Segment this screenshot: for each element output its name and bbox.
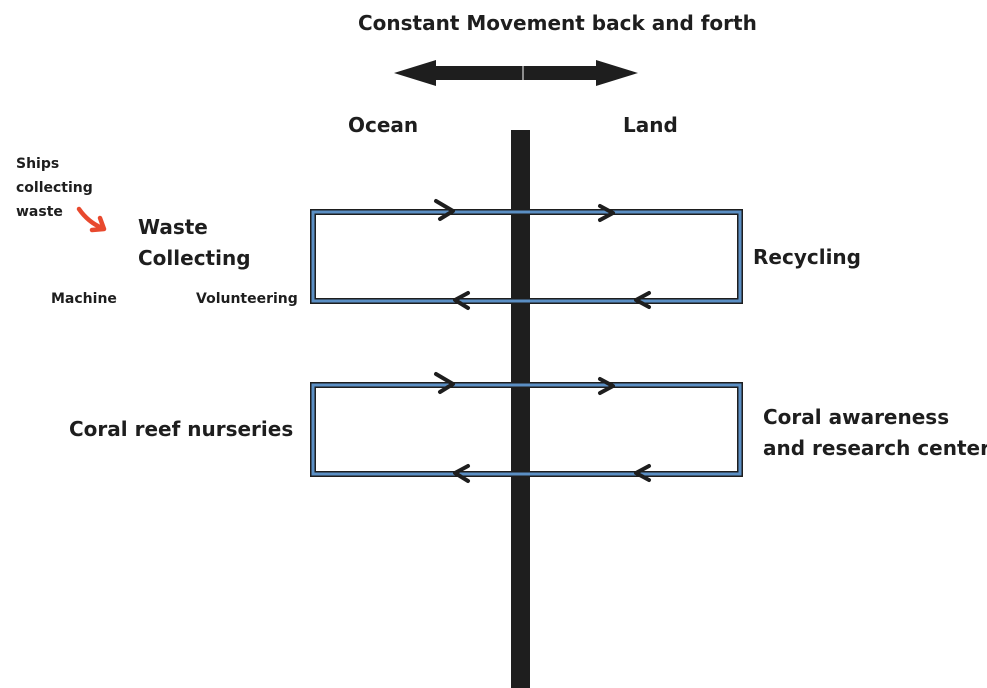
ships-note-line: collecting <box>16 180 93 196</box>
double-arrow-icon <box>394 60 638 86</box>
ocean-label: Ocean <box>348 113 419 137</box>
machine-label: Machine <box>51 291 117 307</box>
recycling-label: Recycling <box>753 245 861 269</box>
right-chevron-icon <box>598 377 615 395</box>
left-chevron-icon <box>453 291 470 310</box>
waste-collecting-line: Waste <box>138 215 208 239</box>
right-chevron-icon <box>434 372 455 394</box>
coral-awareness-line: and research center <box>763 436 987 460</box>
right-chevron-icon <box>434 199 455 221</box>
diagram-title: Constant Movement back and forth <box>358 11 757 35</box>
right-chevron-icon <box>598 204 615 222</box>
left-chevron-icon <box>634 291 651 309</box>
ships-note-line: Ships <box>16 156 60 172</box>
coral-reef-nurseries-label: Coral reef nurseries <box>69 417 294 441</box>
volunteering-label: Volunteering <box>196 291 298 307</box>
left-chevron-icon <box>634 464 651 482</box>
curved-arrow-icon <box>76 206 107 233</box>
waste-collecting-line: Collecting <box>138 246 251 270</box>
coral-awareness-label: Coral awareness and research center <box>763 402 987 464</box>
ships-note-line: waste <box>16 204 63 220</box>
land-label: Land <box>623 113 678 137</box>
waste-collecting-label: Waste Collecting <box>138 212 251 274</box>
ships-note: Ships collecting waste <box>16 152 106 224</box>
left-chevron-icon <box>453 464 470 483</box>
coral-awareness-line: Coral awareness <box>763 405 950 429</box>
